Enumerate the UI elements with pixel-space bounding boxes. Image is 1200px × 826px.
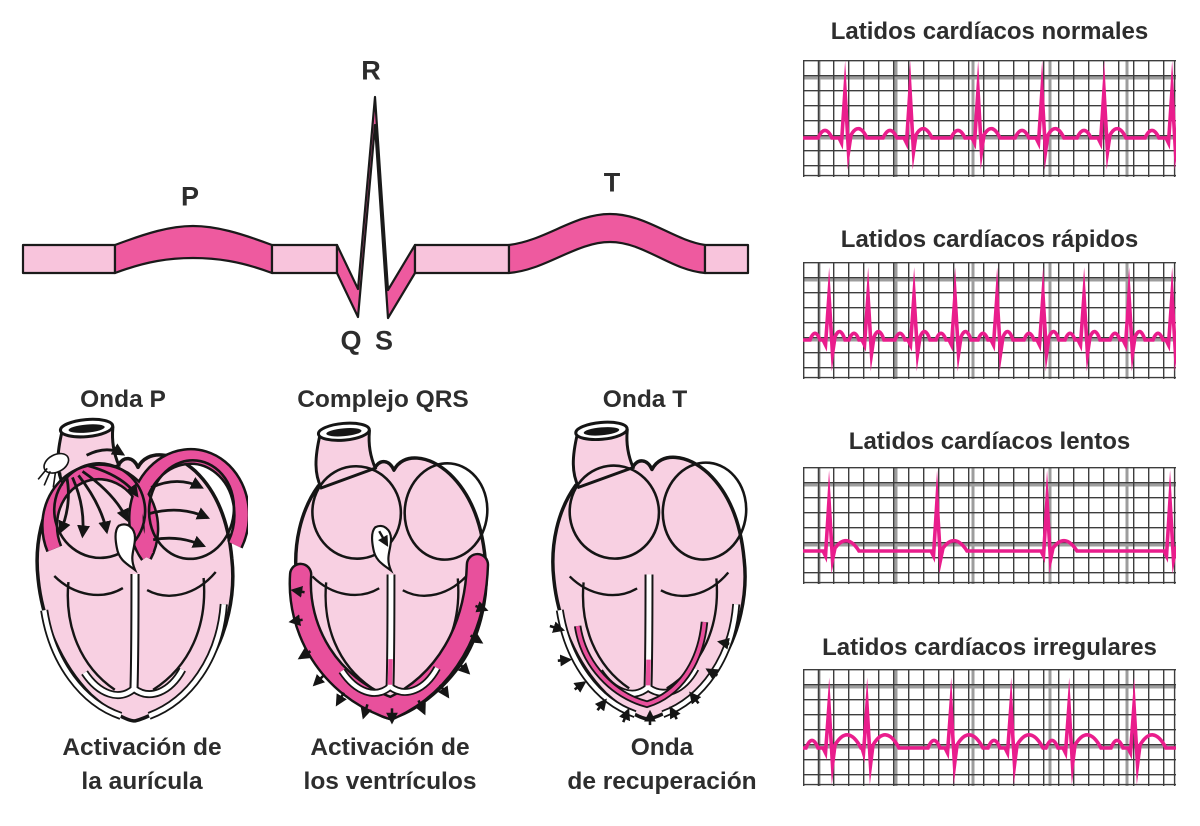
- caption-line: la aurícula: [81, 768, 203, 795]
- heart-illustration-svg: [35, 417, 248, 723]
- strip-grid-irregular: [803, 669, 1176, 786]
- wave-label-t: T: [603, 167, 621, 198]
- ecg-trace: [803, 267, 1176, 372]
- strip-title-irregular: Latidos cardíacos irregulares: [822, 634, 1157, 661]
- caption-line: Activación de: [310, 734, 470, 761]
- caption-line: Onda: [630, 734, 694, 761]
- heart-figure-p-wave: [22, 413, 248, 733]
- ecg-wave-ribbon: [12, 28, 752, 358]
- right-atrium: [147, 459, 236, 561]
- ventricle-highlight: [291, 555, 487, 719]
- strip-title-normal: Latidos cardíacos normales: [830, 18, 1149, 45]
- wave-label-q: Q: [340, 325, 362, 356]
- ecg-trace: [803, 677, 1176, 785]
- ecg-trace: [803, 470, 1176, 574]
- heart-title-onda-t: Onda T: [602, 386, 688, 413]
- heart-caption-ventricles: Activación de los ventrículos: [240, 731, 540, 799]
- ecg-ribbon-svg: [21, 95, 750, 320]
- heart-title-onda-p: Onda P: [80, 386, 166, 413]
- heart-title-complejo-qrs: Complejo QRS: [297, 386, 469, 413]
- heart-figure-qrs-complex: [281, 417, 501, 730]
- strip-grid-slow: [803, 467, 1176, 584]
- wave-label-s: S: [374, 325, 394, 356]
- caption-line: Activación de: [62, 734, 222, 761]
- left-atrium: [311, 464, 403, 560]
- strip-grid-fast: [803, 262, 1176, 379]
- heart-figure-t-wave: [538, 416, 760, 731]
- strip-grid-normal: [803, 60, 1176, 177]
- strip-title-fast: Latidos cardíacos rápidos: [840, 226, 1139, 253]
- ecg-strip-svg: [803, 60, 1176, 177]
- septum-bundle: [131, 574, 138, 689]
- heart-illustration-svg: [549, 420, 748, 726]
- heart-illustration-svg: [288, 421, 490, 725]
- caption-line: los ventrículos: [303, 768, 477, 795]
- ecg-strip-svg: [803, 262, 1176, 379]
- ecg-strip-svg: [803, 669, 1176, 786]
- ecg-trace: [803, 60, 1176, 170]
- sa-node: [43, 452, 70, 474]
- recovery-path: [575, 621, 707, 707]
- left-atrium: [568, 464, 661, 560]
- heart-caption-recovery: Onda de recuperación: [512, 731, 812, 799]
- av-node: [114, 523, 138, 574]
- caption-line: de recuperación: [567, 768, 757, 795]
- right-atrium: [661, 461, 748, 561]
- wave-label-p: P: [180, 181, 200, 212]
- strip-title-slow: Latidos cardíacos lentos: [848, 428, 1131, 455]
- wave-label-r: R: [361, 55, 381, 86]
- right-atrium: [403, 462, 489, 561]
- ecg-strip-svg: [803, 467, 1176, 584]
- left-atrium: [52, 462, 147, 560]
- heart-caption-atria: Activación de la aurícula: [0, 731, 292, 799]
